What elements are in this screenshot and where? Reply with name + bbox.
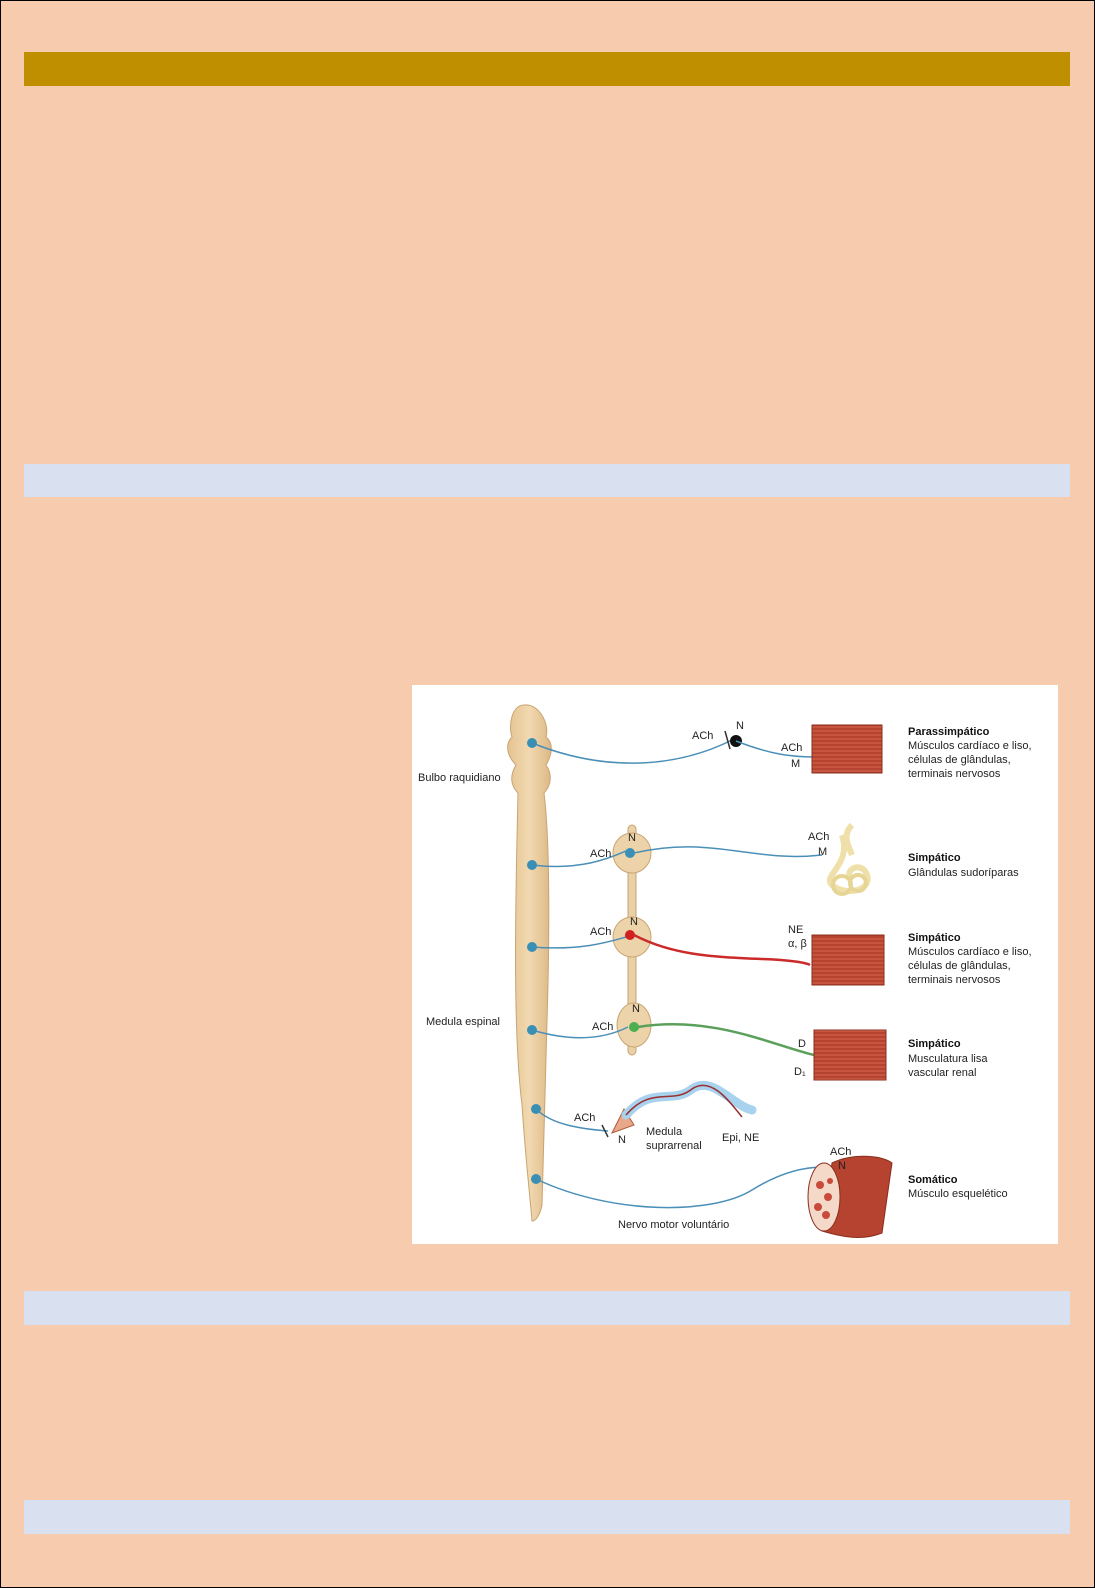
svg-text:D₁: D₁	[794, 1066, 806, 1078]
svg-text:ACh: ACh	[781, 742, 802, 754]
svg-text:N: N	[630, 916, 638, 928]
skeletal-muscle-icon	[807, 1155, 893, 1238]
sweat-gland-icon	[827, 822, 871, 896]
svg-text:ACh: ACh	[574, 1112, 595, 1124]
svg-text:M: M	[818, 846, 827, 858]
label-nervo-motor: Nervo motor voluntário	[618, 1219, 729, 1231]
row-sympathetic-sweat: ACh N ACh M Simpático Glândulas sudorípa…	[527, 822, 1019, 896]
svg-text:células de glândulas,: células de glândulas,	[908, 960, 1011, 972]
svg-text:Epi, NE: Epi, NE	[722, 1132, 759, 1144]
svg-text:ACh: ACh	[592, 1021, 613, 1033]
section-band-1	[24, 464, 1070, 497]
svg-text:Parassimpático: Parassimpático	[908, 726, 990, 738]
svg-text:N: N	[632, 1003, 640, 1015]
svg-text:N: N	[838, 1160, 846, 1172]
svg-text:ACh: ACh	[590, 848, 611, 860]
row-sympathetic-dopamine: ACh N D D₁ Simpático Musculatura lisa va…	[527, 1003, 988, 1081]
svg-text:suprarrenal: suprarrenal	[646, 1140, 702, 1152]
svg-text:vascular renal: vascular renal	[908, 1067, 976, 1079]
header-band	[24, 52, 1070, 86]
svg-text:ACh: ACh	[830, 1146, 851, 1158]
svg-text:Simpático: Simpático	[908, 1038, 961, 1050]
svg-text:células de glândulas,: células de glândulas,	[908, 754, 1011, 766]
svg-text:Somático: Somático	[908, 1174, 958, 1186]
svg-text:Simpático: Simpático	[908, 932, 961, 944]
svg-text:Simpático: Simpático	[908, 852, 961, 864]
svg-text:terminais nervosos: terminais nervosos	[908, 768, 1001, 780]
svg-text:Músculo esquelético: Músculo esquelético	[908, 1188, 1008, 1200]
svg-text:ACh: ACh	[808, 831, 829, 843]
svg-text:Musculatura lisa: Musculatura lisa	[908, 1053, 988, 1065]
svg-text:ACh: ACh	[692, 730, 713, 742]
row-parasympathetic: ACh N ACh M Parassimpático Músculos card…	[527, 720, 1032, 780]
row-adrenal-medulla: ACh N Medula suprarrenal Epi, NE	[531, 1080, 759, 1152]
svg-text:Glândulas sudoríparas: Glândulas sudoríparas	[908, 867, 1019, 879]
svg-text:α, β: α, β	[788, 938, 807, 950]
section-band-3	[24, 1500, 1070, 1534]
spinal-cord	[507, 704, 552, 1222]
svg-text:M: M	[791, 758, 800, 770]
svg-text:Músculos cardíaco e liso,: Músculos cardíaco e liso,	[908, 740, 1032, 752]
label-medula: Medula espinal	[426, 1016, 500, 1028]
section-band-2	[24, 1291, 1070, 1325]
row-sympathetic-ne: ACh N NE α, β Simpático Músculos cardíac…	[527, 916, 1032, 986]
svg-text:terminais nervosos: terminais nervosos	[908, 974, 1001, 986]
svg-text:NE: NE	[788, 924, 803, 936]
svg-text:D: D	[798, 1038, 806, 1050]
svg-text:N: N	[618, 1134, 626, 1146]
row-somatic: ACh N Somático Músculo esquelético	[531, 1146, 1008, 1238]
svg-text:N: N	[628, 832, 636, 844]
label-bulbo: Bulbo raquidiano	[418, 772, 501, 784]
autonomic-nervous-system-figure: ACh N ACh M Parassimpático Músculos card…	[412, 685, 1058, 1244]
svg-text:N: N	[736, 720, 744, 732]
svg-text:ACh: ACh	[590, 926, 611, 938]
svg-text:Músculos cardíaco e liso,: Músculos cardíaco e liso,	[908, 946, 1032, 958]
svg-text:Medula: Medula	[646, 1126, 683, 1138]
